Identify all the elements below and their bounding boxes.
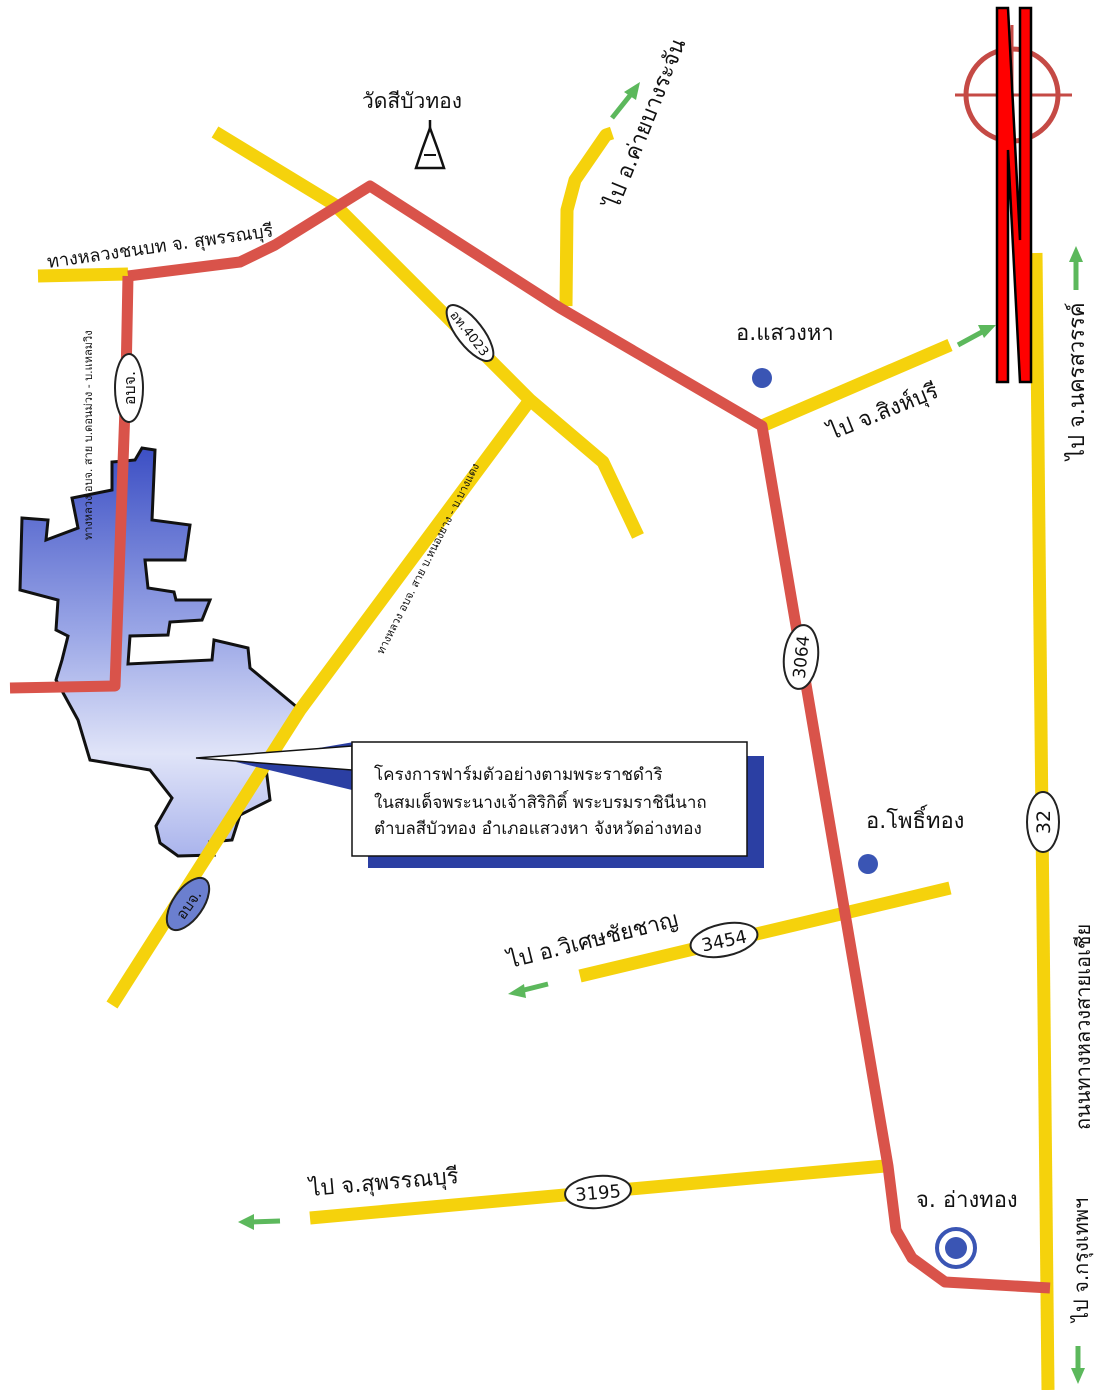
route-shield-3454: 3454 bbox=[689, 921, 759, 959]
local-road-mid-label: ทางหลวง อบจ. สาย บ.หนองยาง - บ.บางแดง bbox=[374, 461, 482, 656]
callout-line-1: โครงการฟาร์มตัวอย่างตามพระราชดำริ bbox=[374, 764, 663, 785]
to-bang-rachan-label: ไป อ.ค่ายบางระจัน bbox=[599, 35, 692, 214]
direction-arrow-icon bbox=[508, 981, 549, 998]
saeng-ha-marker bbox=[752, 368, 772, 388]
callout-line-2: ในสมเด็จพระนางเจ้าสิริกิติ์ พระบรมราชินี… bbox=[374, 790, 707, 813]
compass-n-letter bbox=[995, 6, 1033, 384]
direction-arrow-icon bbox=[238, 1214, 281, 1230]
route-shield-3195: 3195 bbox=[564, 1174, 632, 1210]
shield-label: อบจ. bbox=[120, 371, 139, 405]
farm-callout: โครงการฟาร์มตัวอย่างตามพระราชดำริ ในสมเด… bbox=[195, 741, 764, 868]
saeng-ha-label: อ.แสวงหา bbox=[736, 321, 834, 346]
shield-label: 3064 bbox=[790, 635, 814, 680]
direction-arrow-icon bbox=[610, 82, 640, 120]
to-suphanburi-label: ไป จ.สุพรรณบุรี bbox=[306, 1163, 460, 1202]
shield-label: 32 bbox=[1033, 810, 1055, 834]
temple-label: วัดสีบัวทอง bbox=[362, 89, 462, 113]
direction-arrow-icon bbox=[1069, 246, 1083, 290]
pho-thong-label: อ.โพธิ์ทอง bbox=[866, 805, 964, 834]
to-nakhon-sawan-label: ไป จ.นครสวรรค์ bbox=[1064, 302, 1090, 462]
ang-thong-marker bbox=[935, 1227, 977, 1269]
ang-thong-label: จ. อ่างทอง bbox=[916, 1188, 1018, 1213]
shield-label: 3195 bbox=[574, 1181, 621, 1206]
temple-icon bbox=[414, 120, 446, 170]
pho-thong-marker bbox=[858, 854, 878, 874]
route-shield-obj-south: อบจ. bbox=[165, 876, 211, 932]
route-shield-obj-north: อบจ. bbox=[114, 353, 144, 423]
route-shield-4023: อท.4023 bbox=[445, 304, 495, 362]
to-bangkok-label: ไป จ.กรุงเทพฯ bbox=[1069, 1198, 1094, 1324]
route-shield-32: 32 bbox=[1026, 791, 1060, 853]
asia-highway-label: ถนนทางหลวงสายเอเชีย bbox=[1071, 924, 1095, 1130]
direction-arrow-icon bbox=[956, 325, 996, 348]
minor-roads bbox=[9, 180, 1051, 1294]
local-road-west-label: ทางหลวง อบจ. สาย บ.ดอนม่วง - บ.แหลมวิง bbox=[82, 330, 95, 540]
route-shield-3064: 3064 bbox=[782, 624, 820, 690]
farm-area bbox=[18, 446, 300, 858]
direction-arrow-icon bbox=[1071, 1346, 1085, 1384]
callout-line-3: ตำบลสีบัวทอง อำเภอแสวงหา จังหวัดอ่างทอง bbox=[374, 819, 702, 839]
compass bbox=[955, 6, 1072, 384]
